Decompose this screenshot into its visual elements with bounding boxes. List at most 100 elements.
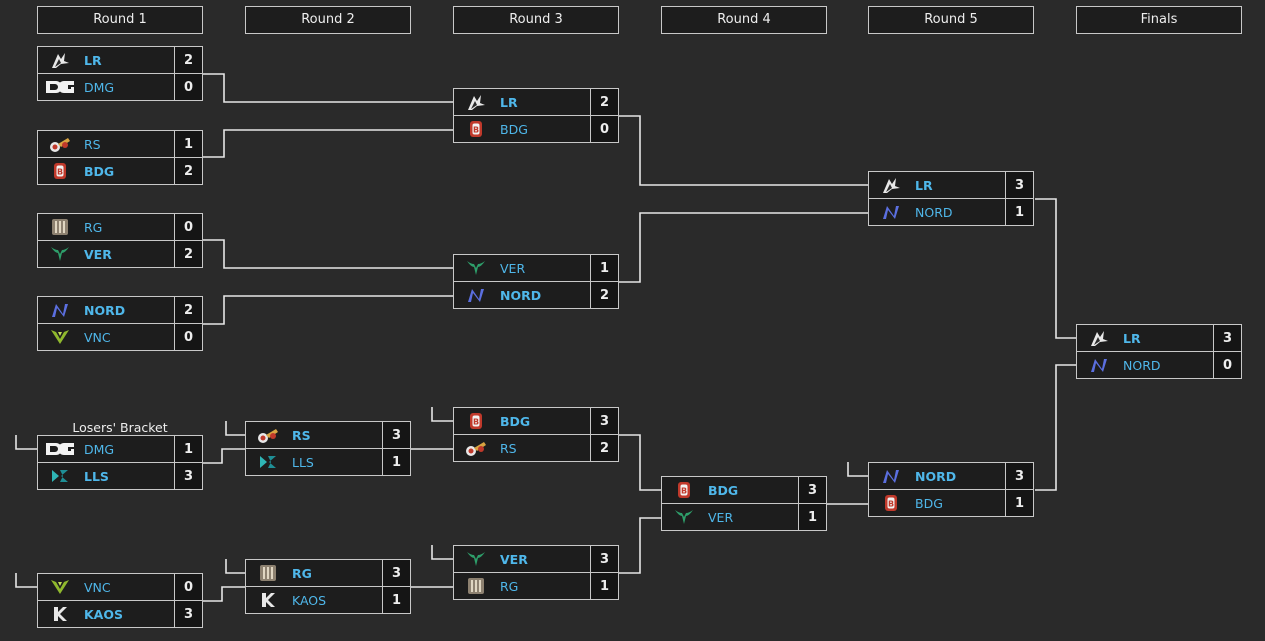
team-row[interactable]: RS 2 [453,435,619,462]
round-header-finals: Finals [1076,6,1242,34]
team-score: 0 [174,574,202,600]
team-name[interactable]: LR [500,94,518,110]
kaos-logo [252,590,284,610]
team-row[interactable]: RG 0 [37,213,203,241]
nord-logo [875,202,907,222]
team-name[interactable]: VNC [84,579,111,595]
team-name[interactable]: RG [84,219,103,235]
team-name[interactable]: NORD [500,287,542,303]
bdg-logo: B [668,480,700,500]
team-row[interactable]: NORD 0 [1076,352,1242,379]
team-name[interactable]: NORD [915,204,953,220]
team-name[interactable]: BDG [500,121,528,137]
team-cell: VER [662,504,798,530]
team-cell: B BDG [662,477,798,503]
team-name[interactable]: LLS [84,468,109,484]
round-header-1: Round 1 [37,6,203,34]
team-name[interactable]: LLS [292,454,314,470]
team-cell: RS [454,435,590,461]
team-row[interactable]: LLS 3 [37,463,203,490]
team-row[interactable]: VER 2 [37,241,203,268]
team-cell: RS [246,422,382,448]
ver-logo [668,507,700,527]
team-cell: B BDG [454,408,590,434]
losers-bracket-label: Losers' Bracket [72,420,168,435]
team-score: 0 [174,214,202,240]
team-name[interactable]: BDG [84,163,115,179]
team-name[interactable]: RS [292,427,311,443]
ver-logo [460,549,492,569]
team-score: 2 [174,241,202,267]
team-score: 1 [798,504,826,530]
team-name[interactable]: NORD [84,302,126,318]
team-score: 0 [174,324,202,350]
team-cell: NORD [454,282,590,308]
team-name[interactable]: VER [500,551,528,567]
team-score: 3 [174,463,202,489]
team-name[interactable]: NORD [1123,357,1161,373]
bdg-logo: B [460,411,492,431]
team-name[interactable]: RS [84,136,101,152]
team-name[interactable]: DMG [84,79,115,95]
team-name[interactable]: RS [500,440,517,456]
team-row[interactable]: LR 3 [1076,324,1242,352]
team-cell: VER [454,255,590,281]
team-name[interactable]: BDG [500,413,531,429]
team-score: 3 [1213,325,1241,351]
team-cell: VNC [38,324,174,350]
team-name[interactable]: VNC [84,329,111,345]
team-cell: VER [454,546,590,572]
team-score: 0 [1213,352,1241,378]
team-name[interactable]: KAOS [84,606,123,622]
team-name[interactable]: RG [500,578,519,594]
team-name[interactable]: VER [500,260,526,276]
team-score: 2 [590,435,618,461]
team-row[interactable]: VER 1 [661,504,827,531]
team-name[interactable]: KAOS [292,592,327,608]
team-name[interactable]: BDG [915,495,943,511]
lr-logo [460,92,492,112]
team-name[interactable]: NORD [915,468,957,484]
team-row[interactable]: VNC 0 [37,573,203,601]
team-name[interactable]: LR [915,177,933,193]
team-name[interactable]: DMG [84,441,115,457]
team-name[interactable]: VER [708,509,734,525]
team-name[interactable]: RG [292,565,312,581]
team-name[interactable]: VER [84,246,112,262]
team-name[interactable]: BDG [708,482,739,498]
team-cell: KAOS [38,601,174,627]
team-name[interactable]: LR [84,52,102,68]
team-row[interactable]: VNC 0 [37,324,203,351]
team-name[interactable]: LR [1123,330,1141,346]
